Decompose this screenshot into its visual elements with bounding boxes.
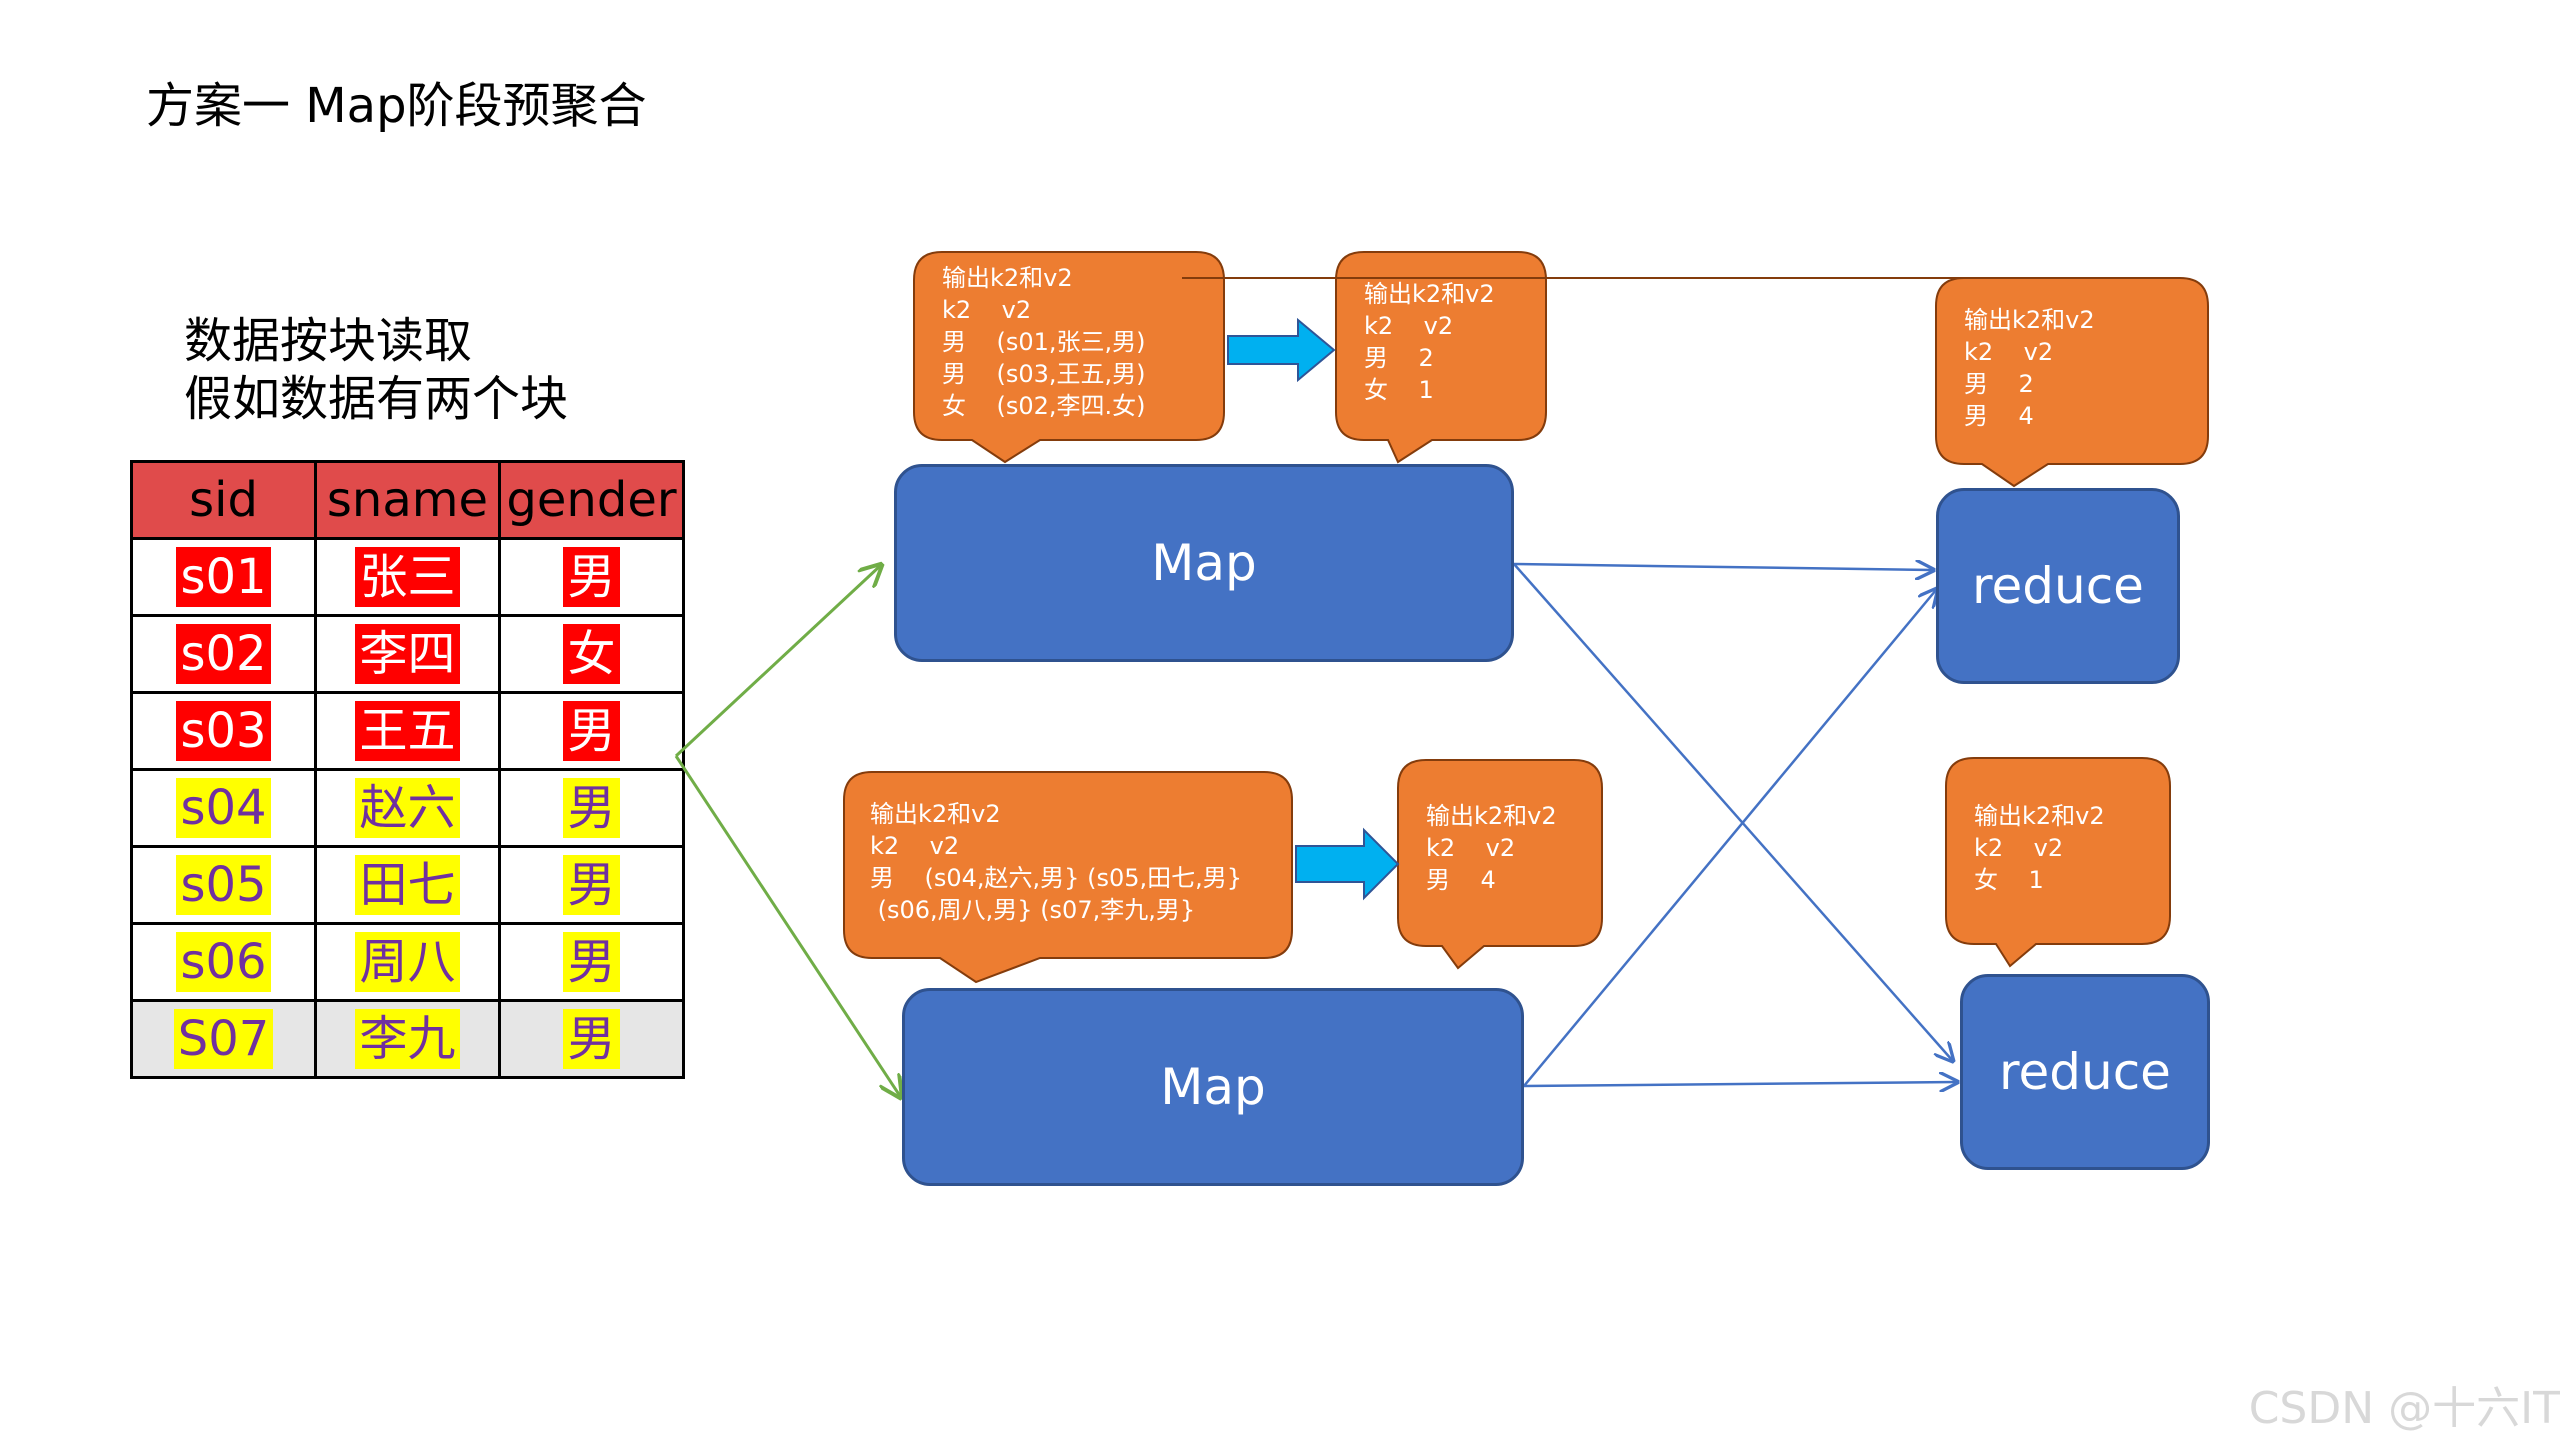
reduce-node-2: reduce [1960, 974, 2210, 1170]
table-cell: 李九 [314, 999, 501, 1079]
table-cell: s06 [130, 922, 317, 1002]
reduce-node-1: reduce [1936, 488, 2180, 684]
cell-sname: 李四 [355, 624, 460, 684]
table-cell: 王五 [314, 691, 501, 771]
data-note: 数据按块读取 假如数据有两个块 [184, 313, 569, 427]
callout-reduce2-output [1945, 757, 2171, 968]
table-cell: 赵六 [314, 768, 501, 848]
table-row: s04 赵六 男 [130, 768, 685, 848]
callout-map1-output-text: 输出k2和v2 k2 v2 男 (s01,张三,男) 男 (s03,王五,男) … [942, 264, 1146, 420]
callout-reduce1-output-text: 输出k2和v2 k2 v2 男 2 男 4 [1964, 306, 2095, 430]
cell-sname: 王五 [355, 701, 460, 761]
table-cell: s01 [130, 537, 317, 617]
cell-sname: 张三 [355, 547, 460, 607]
callout-reduce2-output-text: 输出k2和v2 k2 v2 女 1 [1974, 802, 2105, 894]
cell-gender: 男 [563, 855, 620, 915]
cell-sid: s04 [176, 778, 271, 838]
cell-gender: 男 [563, 701, 620, 761]
cell-sname: 田七 [355, 855, 460, 915]
table-row: S07 李九 男 [130, 999, 685, 1079]
shuffle-arrow-map1-reduce2 [1513, 563, 1952, 1060]
table-cell: s02 [130, 614, 317, 694]
page-title: 方案一 Map阶段预聚合 [146, 78, 647, 134]
table-cell: 李四 [314, 614, 501, 694]
cell-sid: s06 [176, 932, 271, 992]
cell-gender: 男 [563, 547, 620, 607]
reduce-node-label: reduce [1999, 1043, 2171, 1101]
header-gender: gender [498, 460, 685, 540]
table-row: s03 王五 男 [130, 691, 685, 771]
split-arrow-top [674, 566, 880, 758]
table-cell: s05 [130, 845, 317, 925]
callout-map2-combined [1397, 759, 1603, 970]
callout-map1-combined-text: 输出k2和v2 k2 v2 男 2 女 1 [1364, 280, 1495, 404]
cell-gender: 男 [563, 778, 620, 838]
table-cell: S07 [130, 999, 317, 1079]
combine-arrow-1 [1227, 317, 1336, 383]
callout-map2-output [843, 771, 1293, 984]
student-table: sid sname gender s01 张三 男 s02 李四 女 s03 王… [130, 460, 685, 1079]
table-row: s01 张三 男 [130, 537, 685, 617]
table-row: s05 田七 男 [130, 845, 685, 925]
callout-reduce1-output [1182, 277, 2209, 488]
combine-arrow-2 [1295, 827, 1400, 901]
cell-gender: 男 [563, 1009, 620, 1069]
cell-sid: s03 [176, 701, 271, 761]
table-row: s06 周八 男 [130, 922, 685, 1002]
map-node-2: Map [902, 988, 1524, 1186]
map-node-1: Map [894, 464, 1514, 662]
table-cell: 周八 [314, 922, 501, 1002]
cell-sid: S07 [173, 1009, 274, 1069]
header-sid: sid [130, 460, 317, 540]
cell-sid: s01 [176, 547, 271, 607]
reduce-node-label: reduce [1972, 557, 2144, 615]
cell-sid: s02 [176, 624, 271, 684]
table-cell: 男 [498, 691, 685, 771]
table-cell: 男 [498, 768, 685, 848]
table-cell: s03 [130, 691, 317, 771]
map-node-label: Map [1160, 1058, 1266, 1116]
cell-sname: 周八 [355, 932, 460, 992]
callout-map1-output [913, 251, 1225, 464]
map-node-label: Map [1151, 534, 1257, 592]
table-cell: 男 [498, 845, 685, 925]
table-cell: 田七 [314, 845, 501, 925]
shuffle-arrow-map1-reduce1 [1513, 564, 1932, 570]
callout-map2-combined-text: 输出k2和v2 k2 v2 男 4 [1426, 802, 1557, 894]
watermark: CSDN @十六IT [2248, 1383, 2560, 1434]
cell-gender: 男 [563, 932, 620, 992]
cell-sname: 李九 [355, 1009, 460, 1069]
shuffle-arrow-map2-reduce1 [1523, 590, 1936, 1087]
table-cell: 男 [498, 922, 685, 1002]
table-cell: 张三 [314, 537, 501, 617]
cell-sname: 赵六 [355, 778, 460, 838]
table-row: s02 李四 女 [130, 614, 685, 694]
table-header-row: sid sname gender [130, 460, 685, 540]
callout-map2-output-text: 输出k2和v2 k2 v2 男 (s04,赵六,男} (s05,田七,男} (s… [870, 800, 1243, 924]
table-cell: 男 [498, 537, 685, 617]
table-cell: 女 [498, 614, 685, 694]
shuffle-arrow-map2-reduce2 [1523, 1082, 1956, 1086]
split-arrow-bottom [674, 755, 900, 1096]
table-cell: 男 [498, 999, 685, 1079]
cell-sid: s05 [176, 855, 271, 915]
table-cell: s04 [130, 768, 317, 848]
cell-gender: 女 [563, 624, 620, 684]
header-sname: sname [314, 460, 501, 540]
callout-map1-combined [1335, 251, 1547, 464]
